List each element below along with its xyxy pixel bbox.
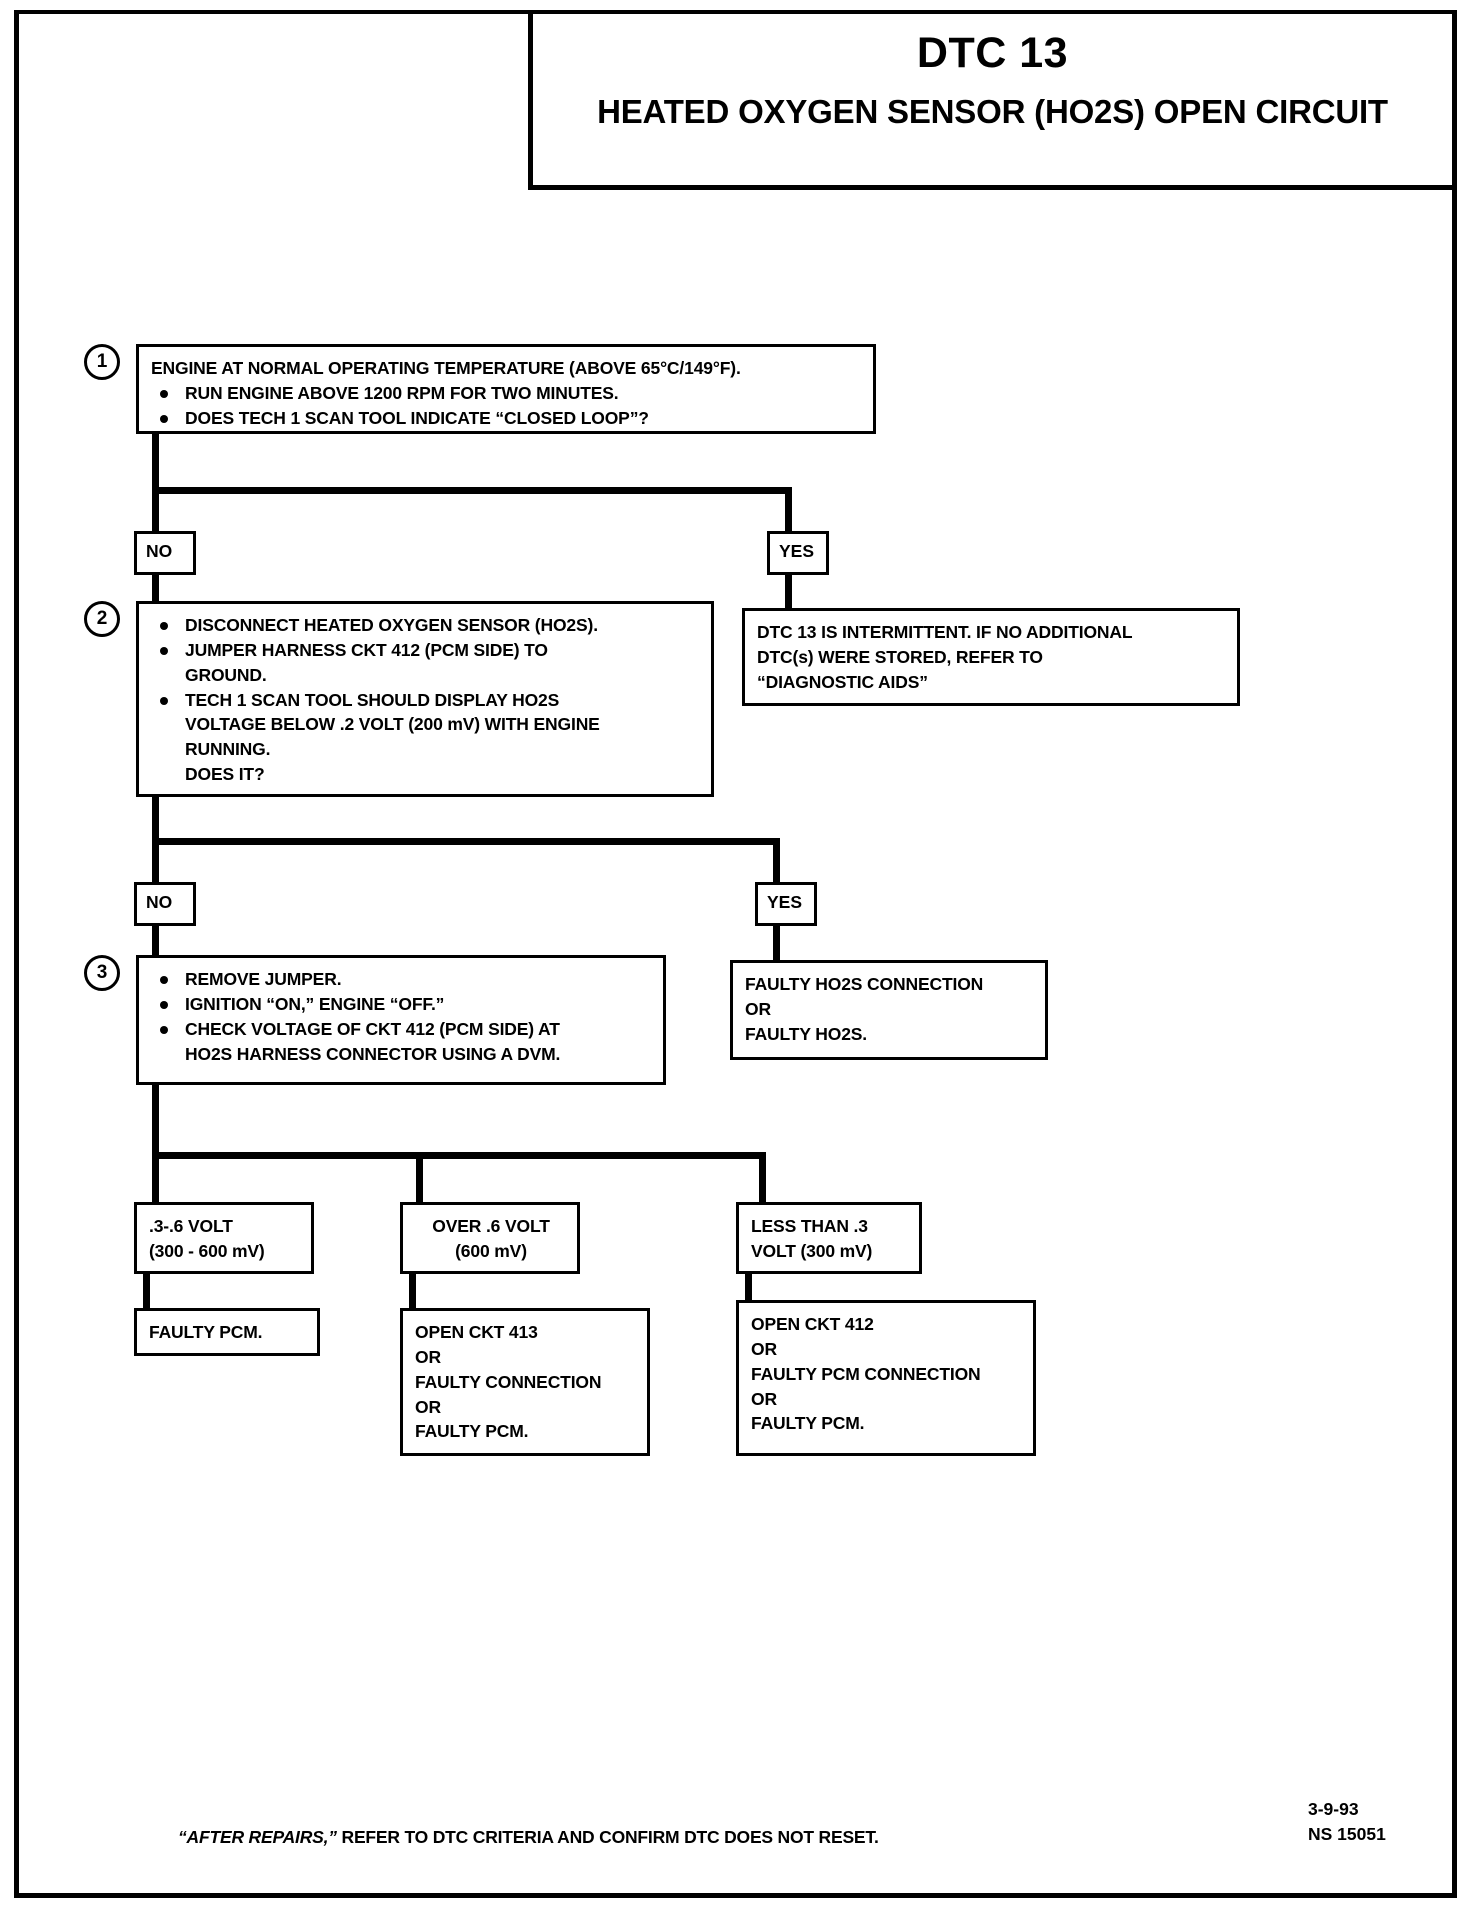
connector-step1-bar [152,487,792,494]
connector-step3-down [152,1085,159,1215]
footer-identifier: 3-9-93 NS 15051 [1308,1797,1386,1848]
step-3-bullet-3: CHECK VOLTAGE OF CKT 412 (PCM SIDE) AT [151,1017,653,1042]
result-faulty-connection-box: FAULTY HO2S CONNECTION OR FAULTY HO2S. [730,960,1048,1060]
dtc-code: DTC 13 [916,29,1069,77]
branch-yes-1: YES [767,531,829,575]
result-intermittent-line-1: DTC 13 IS INTERMITTENT. IF NO ADDITIONAL [757,622,1133,642]
result-faulty-connection-line-1: FAULTY HO2S CONNECTION [745,974,984,994]
branch-no-1: NO [134,531,196,575]
connector-step1-down [152,434,159,494]
result-intermittent-line-3: “DIAGNOSTIC AIDS” [757,671,928,692]
step-1-bullet-2: DOES TECH 1 SCAN TOOL INDICATE “CLOSED L… [151,406,863,431]
step-2-bullet-1: DISCONNECT HEATED OXYGEN SENSOR (HO2S). [151,613,701,638]
result-faulty-pcm-box: FAULTY PCM. [134,1308,320,1356]
footer-note-rest: REFER TO DTC CRITERIA AND CONFIRM DTC DO… [336,1827,879,1847]
result-open-413-line-3: FAULTY CONNECTION [415,1371,602,1392]
voltage-range-low-line-1: LESS THAN .3 [751,1216,868,1236]
connector-step3-bar [152,1152,766,1159]
voltage-range-high-line-1: OVER .6 VOLT [432,1216,550,1236]
voltage-range-low-line-2: VOLT (300 mV) [751,1240,873,1261]
step-2-cont-4: DOES IT? [185,764,265,785]
branch-yes-2: YES [755,882,817,926]
result-open-412-line-3: FAULTY PCM CONNECTION [751,1363,981,1384]
step-3-box: REMOVE JUMPER. IGNITION “ON,” ENGINE “OF… [136,955,666,1085]
step-2-cont-3: RUNNING. [185,739,271,760]
page-border-right [1452,10,1457,1898]
title-block: DTC 13 HEATED OXYGEN SENSOR (HO2S) OPEN … [528,14,1452,190]
page-border-top [14,10,1457,14]
result-open-413-line-2: OR [415,1346,441,1367]
result-open-413-line-4: OR [415,1396,441,1417]
connector-no1-down [152,487,159,531]
result-open-412-line-2: OR [751,1338,777,1359]
connector-yes2-to-result [773,926,780,962]
connector-step2-bar [152,838,780,845]
result-open-412-line-1: OPEN CKT 412 [751,1314,874,1334]
step-2-box: DISCONNECT HEATED OXYGEN SENSOR (HO2S). … [136,601,714,797]
step-number-1: 1 [84,344,120,380]
step-2-cont-1: GROUND. [185,664,267,685]
connector-mid-down [416,1152,423,1214]
result-faulty-pcm-line-1: FAULTY PCM. [149,1322,263,1342]
connector-no2-to-step3 [152,926,159,962]
result-intermittent-line-2: DTC(s) WERE STORED, REFER TO [757,646,1043,667]
footer-note-italic: “AFTER REPAIRS,” [178,1827,337,1847]
result-open-413-line-1: OPEN CKT 413 [415,1322,538,1342]
step-1-line-1: ENGINE AT NORMAL OPERATING TEMPERATURE (… [151,358,741,378]
result-open-412-line-5: FAULTY PCM. [751,1413,865,1434]
footer-note: “AFTER REPAIRS,” REFER TO DTC CRITERIA A… [178,1827,879,1848]
result-faulty-connection-line-3: FAULTY HO2S. [745,1023,868,1044]
result-open-ckt-413-box: OPEN CKT 413 OR FAULTY CONNECTION OR FAU… [400,1308,650,1456]
voltage-range-mid-box: .3-.6 VOLT (300 - 600 mV) [134,1202,314,1274]
step-2-bullet-3: TECH 1 SCAN TOOL SHOULD DISPLAY HO2S [151,688,701,713]
step-3-cont-1: HO2S HARNESS CONNECTOR USING A DVM. [185,1043,561,1064]
result-faulty-connection-line-2: OR [745,998,771,1019]
step-number-3: 3 [84,955,120,991]
step-number-2: 2 [84,601,120,637]
footer-date: 3-9-93 [1308,1799,1359,1819]
step-2-bullet-2: JUMPER HARNESS CKT 412 (PCM SIDE) TO [151,638,701,663]
step-2-cont-2: VOLTAGE BELOW .2 VOLT (200 mV) WITH ENGI… [185,714,600,735]
connector-yes2-down [773,838,780,882]
branch-no-2: NO [134,882,196,926]
result-open-ckt-412-box: OPEN CKT 412 OR FAULTY PCM CONNECTION OR… [736,1300,1036,1456]
step-3-bullet-1: REMOVE JUMPER. [151,967,653,992]
connector-low-down [759,1152,766,1214]
voltage-range-mid-line-1: .3-.6 VOLT [149,1216,233,1236]
footer-doc-id: NS 15051 [1308,1824,1386,1845]
voltage-range-mid-line-2: (300 - 600 mV) [149,1240,265,1261]
result-open-413-line-5: FAULTY PCM. [415,1421,529,1442]
page-border-bottom [14,1893,1457,1898]
connector-yes1-down [785,487,792,531]
page-border-left [14,10,19,1898]
step-1-bullet-1: RUN ENGINE ABOVE 1200 RPM FOR TWO MINUTE… [151,381,863,406]
connector-step2-down [152,797,159,845]
connector-high-to-result [409,1274,416,1312]
step-1-box: ENGINE AT NORMAL OPERATING TEMPERATURE (… [136,344,876,434]
voltage-range-low-box: LESS THAN .3 VOLT (300 mV) [736,1202,922,1274]
connector-mid-to-result [143,1274,150,1312]
voltage-range-high-box: OVER .6 VOLT (600 mV) [400,1202,580,1274]
voltage-range-high-line-2: (600 mV) [455,1240,527,1261]
result-intermittent-box: DTC 13 IS INTERMITTENT. IF NO ADDITIONAL… [742,608,1240,706]
result-open-412-line-4: OR [751,1388,777,1409]
connector-no1-to-step2 [152,575,159,608]
step-3-bullet-2: IGNITION “ON,” ENGINE “OFF.” [151,992,653,1017]
connector-yes1-to-result [785,575,792,608]
connector-no2-down [152,838,159,882]
connector-low-to-result [745,1274,752,1312]
dtc-title: HEATED OXYGEN SENSOR (HO2S) OPEN CIRCUIT [597,93,1388,130]
